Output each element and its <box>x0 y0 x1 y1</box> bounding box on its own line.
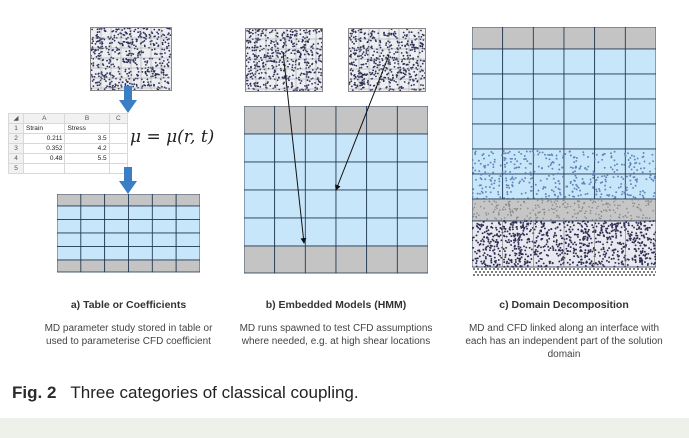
cfd-cell <box>502 48 534 75</box>
boundary-cell <box>532 27 565 50</box>
cfd-cell <box>472 48 504 75</box>
cfd-cell <box>532 48 565 75</box>
cfd-cell <box>624 48 656 75</box>
cfd-cell <box>304 217 337 247</box>
spreadsheet-table: ◢ A B C 1 Strain Stress 2 0.211 3.5 3 0.… <box>8 113 129 174</box>
boundary-cell <box>624 27 656 50</box>
cfd-cell <box>594 98 626 125</box>
cfd-cell <box>624 73 656 100</box>
boundary-cell <box>274 245 306 274</box>
cfd-cell <box>594 73 626 100</box>
arrow-down-icon <box>119 167 137 194</box>
cfd-cell <box>563 123 596 150</box>
cfd-cell <box>366 189 398 219</box>
cfd-cell <box>532 123 565 150</box>
viscosity-formula: μ = μ(r, t) <box>130 127 215 147</box>
cfd-grid-b <box>244 106 428 274</box>
panel-b-title: b) Embedded Models (HMM) <box>265 299 407 311</box>
spawn-arrows <box>282 51 390 244</box>
cfd-cell <box>594 48 626 75</box>
arrow-to-bulk-icon <box>335 54 390 191</box>
cfd-cell <box>624 123 656 150</box>
arrow-to-wall-icon <box>282 51 307 244</box>
cfd-cell <box>594 123 626 150</box>
boundary-cell <box>304 106 337 135</box>
cfd-cell <box>532 98 565 125</box>
panel-b-description: MD runs spawned to test CFD assumptions … <box>239 323 433 347</box>
cfd-cell <box>274 189 306 219</box>
panel-a-title: a) Table or Coefficients <box>70 299 187 311</box>
cfd-cell <box>624 98 656 125</box>
cfd-cell <box>563 73 596 100</box>
cell <box>22 163 66 174</box>
cfd-cell <box>563 148 596 175</box>
boundary-cell <box>335 106 368 135</box>
panel-a-description: MD parameter study stored in table or us… <box>44 323 213 347</box>
md-sample-a <box>90 27 172 91</box>
cfd-cell <box>594 148 626 175</box>
md-particles <box>91 28 171 90</box>
figure-caption-text: Three categories of classical coupling. <box>70 383 359 402</box>
figure-label: Fig. 2 <box>12 383 57 402</box>
cfd-cell <box>274 217 306 247</box>
cfd-cell <box>366 217 398 247</box>
cfd-cell <box>274 161 306 191</box>
cfd-cell <box>502 98 534 125</box>
cfd-cell <box>335 189 368 219</box>
panel-c-title: c) Domain Decomposition <box>499 299 629 311</box>
overlap-particles <box>472 150 656 200</box>
boundary-cell <box>502 27 534 50</box>
cfd-cell <box>502 73 534 100</box>
cfd-cell <box>244 189 276 219</box>
cfd-cell <box>472 73 504 100</box>
cfd-cell <box>472 123 504 150</box>
cfd-cell <box>396 161 428 191</box>
domain-decomposition <box>472 27 656 276</box>
panel-c-description: MD and CFD linked along an interface wit… <box>465 323 663 360</box>
cfd-cell <box>532 73 565 100</box>
cfd-cell <box>244 161 276 191</box>
boundary-cell <box>472 27 504 50</box>
cfd-cell <box>563 48 596 75</box>
boundary-cell <box>244 245 276 274</box>
cfd-cell <box>624 148 656 175</box>
cfd-cell <box>304 161 337 191</box>
caption-rule <box>0 418 689 438</box>
boundary-cell <box>335 245 368 274</box>
arrow-down-icon <box>119 86 137 113</box>
figure-caption: Fig. 2 Three categories of classical coup… <box>12 383 359 403</box>
cfd-cell <box>472 148 504 175</box>
cfd-cell <box>304 133 337 163</box>
cfd-cell <box>472 98 504 125</box>
boundary-cell <box>396 245 428 274</box>
boundary-cell <box>366 106 398 135</box>
cfd-cell <box>502 173 534 200</box>
cfd-cell <box>396 217 428 247</box>
boundary-cell <box>563 27 596 50</box>
boundary-cell <box>594 27 626 50</box>
cfd-cell <box>304 189 337 219</box>
cfd-cell <box>502 123 534 150</box>
cfd-cell <box>563 98 596 125</box>
cfd-grid-a <box>57 194 200 273</box>
cfd-cell <box>244 133 276 163</box>
cfd-cell <box>472 173 504 200</box>
boundary-cell <box>366 245 398 274</box>
